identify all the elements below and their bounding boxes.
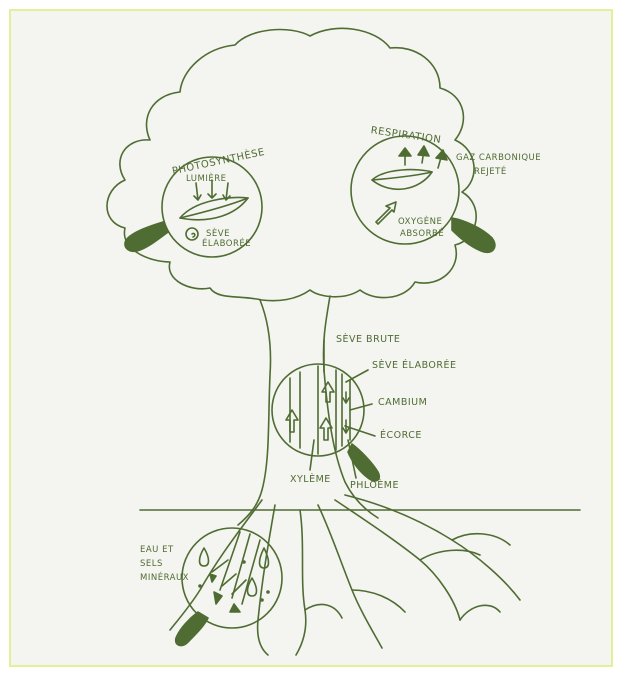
root-5 [335, 500, 460, 620]
label-gaz-2: REJETÉ [474, 165, 507, 177]
label-eau-2: SELS [140, 559, 163, 569]
label-lumiere: LUMIÈRE [186, 172, 227, 184]
label-cambium: CAMBIUM [378, 397, 427, 408]
label-ecorce: ÉCORCE [380, 429, 422, 441]
label-phloeme: PHLOÈME [350, 479, 399, 491]
label-eau-3: MINÉRAUX [140, 571, 189, 583]
root-10 [452, 534, 510, 545]
label-eau-1: EAU ET [140, 545, 174, 555]
tree-trunk-left [238, 300, 271, 525]
label-seve-brute: SÈVE BRUTE [336, 333, 400, 345]
label-oxygene-1: OXYGÈNE [398, 215, 442, 227]
tree-crown [107, 28, 476, 300]
root-11 [460, 605, 500, 620]
label-gaz-1: GAZ CARBONIQUE [456, 153, 541, 163]
respiration-handle [452, 218, 495, 252]
root-2 [258, 505, 275, 655]
label-seve-leaf-1: SÈVE [206, 227, 230, 239]
label-photosynthese: PHOTOSYNTHÈSE [171, 145, 266, 177]
root-7 [420, 550, 480, 560]
label-seve-leaf-2: ÉLABORÉE [202, 237, 251, 249]
label-seve-elaboree-trunk: SÈVE ÉLABORÉE [372, 359, 457, 371]
photosynthesis-handle [125, 222, 168, 251]
label-oxygene-2: ABSORBÉ [400, 227, 444, 239]
root-9 [305, 604, 342, 618]
root-4 [318, 505, 382, 648]
label-respiration: RESPIRATION [370, 125, 442, 146]
root-3 [296, 510, 306, 655]
label-xyleme: XYLÈME [290, 473, 331, 485]
